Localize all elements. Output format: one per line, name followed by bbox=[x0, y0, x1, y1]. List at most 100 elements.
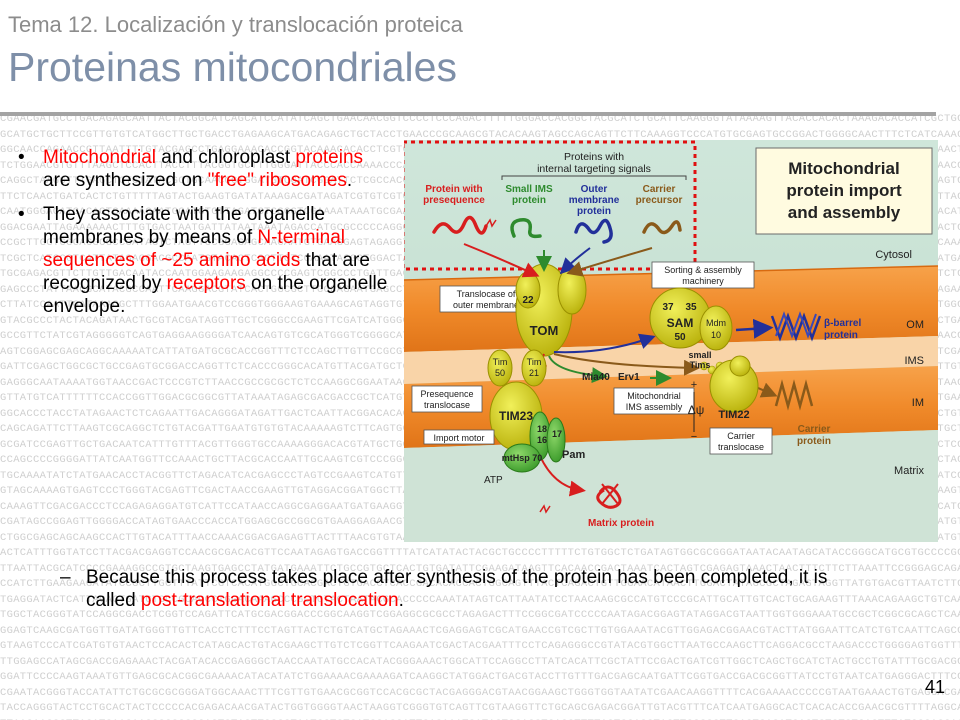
pam-label: Pam bbox=[562, 449, 585, 461]
signals-bracket bbox=[501, 175, 687, 180]
bullet-text-part: proteins bbox=[295, 147, 364, 168]
tim50-label: Tim bbox=[493, 357, 508, 367]
matrix-label: Matrix bbox=[894, 465, 924, 477]
bullet-marker: • bbox=[18, 147, 25, 168]
ims-assembly-label: Mitochondrial bbox=[627, 391, 681, 401]
bullet-text-part: They associate with the organelle membra… bbox=[43, 204, 325, 248]
bullet-list: • Mitochondrial and chloroplast proteins… bbox=[14, 146, 394, 329]
atp-label: ATP bbox=[484, 475, 503, 486]
carrier-import-arrow bbox=[566, 247, 653, 277]
bullet-text-part: receptors bbox=[166, 273, 246, 294]
sam-label: SAM bbox=[667, 316, 694, 330]
diagram-title-line: and assembly bbox=[788, 203, 901, 222]
carrier-precursor-squiggle bbox=[642, 220, 682, 235]
carrier-protein-label: Carrier bbox=[798, 424, 831, 435]
page-number: 41 bbox=[924, 677, 945, 697]
tim21-label: Tim bbox=[527, 357, 542, 367]
diagram-title-line: protein import bbox=[786, 181, 902, 200]
sam50-label: 50 bbox=[674, 332, 686, 343]
tim22-label: TIM22 bbox=[718, 409, 749, 421]
presequence-signal bbox=[485, 218, 497, 228]
carrier-precursor-label: Carrier bbox=[643, 184, 676, 195]
ims-label: IMS bbox=[904, 355, 924, 367]
small-tims-label: small bbox=[688, 350, 711, 360]
tom-label-text: TOM bbox=[530, 323, 559, 338]
outer-membrane-protein-label: membrane bbox=[569, 195, 620, 206]
outer-membrane-protein-label: Outer bbox=[581, 184, 608, 195]
signals-label: internal targeting signals bbox=[537, 163, 651, 175]
minus-sign: − bbox=[691, 431, 697, 443]
outer-membrane-import-arrow bbox=[559, 247, 591, 275]
diagram-title-line: Mitochondrial bbox=[788, 159, 899, 178]
presequence-import-arrow bbox=[463, 243, 540, 278]
sam35-label: 35 bbox=[685, 302, 697, 313]
bullet-text-part: N-terminal sequences of ~25 amino acids bbox=[43, 227, 345, 271]
sub-bullet-text-part: . bbox=[398, 590, 404, 611]
bullet-text-part: "free" ribosomes bbox=[207, 170, 347, 191]
tim50-subunit bbox=[487, 349, 513, 387]
sub-bullet-text-part: post-translational translocation bbox=[140, 590, 399, 611]
carrier-to-tims-arrow bbox=[553, 353, 700, 376]
small-ims-label: Small IMS bbox=[505, 184, 553, 195]
pam18-label: 18 bbox=[537, 424, 547, 434]
slide-subtitle: Tema 12. Localización y translocación pr… bbox=[8, 12, 463, 37]
presequence-translocase-label: Presequence bbox=[420, 389, 473, 399]
bullet-text: Mitochondrial and chloroplast proteins a… bbox=[43, 147, 363, 191]
bullet-text-part: that are recognized by bbox=[43, 250, 370, 294]
small-ims-protein-squiggle bbox=[510, 217, 542, 239]
matrix-region bbox=[404, 430, 938, 542]
tom-label: outer membrane bbox=[453, 300, 519, 310]
small-tims-label: Tims bbox=[690, 360, 711, 370]
carrier-translocase-label: translocase bbox=[718, 442, 764, 452]
cytosol-label: Cytosol bbox=[875, 249, 912, 261]
cleaved-presequence bbox=[539, 504, 551, 514]
sorting-label: machinery bbox=[682, 276, 724, 286]
bullet-text: They associate with the organelle membra… bbox=[43, 204, 387, 317]
tom-label: Translocase of bbox=[457, 289, 516, 299]
matrix-protein-label: Matrix protein bbox=[588, 518, 654, 529]
mthsp70-label: mtHsp 70 bbox=[502, 453, 543, 463]
bullet-text-part: are synthesized on bbox=[43, 170, 208, 191]
carrier-protein bbox=[774, 379, 814, 411]
mdm-label: Mdm bbox=[706, 318, 726, 328]
carrier-translocase-label: Carrier bbox=[727, 431, 755, 441]
tim50-label: 50 bbox=[495, 368, 505, 378]
plus-sign: + bbox=[691, 379, 697, 391]
beta-barrel-protein bbox=[770, 312, 822, 342]
bullet-item: • They associate with the organelle memb… bbox=[14, 203, 394, 318]
presequence-translocase-box bbox=[411, 385, 483, 413]
import-motor-box bbox=[423, 429, 495, 445]
tim22-subunit bbox=[729, 355, 751, 377]
bullet-item: • Mitochondrial and chloroplast proteins… bbox=[14, 146, 394, 192]
bullet-text-part: Mitochondrial bbox=[43, 147, 156, 168]
sorting-label-box bbox=[651, 261, 755, 289]
beta-barrel-label: β-barrel bbox=[824, 318, 861, 329]
pam17-label: 17 bbox=[552, 429, 562, 439]
outer-membrane-to-sam-arrow bbox=[553, 333, 656, 354]
small-ims-label: protein bbox=[512, 195, 546, 206]
bullet-text-part: . bbox=[346, 170, 353, 191]
small-tim-particle bbox=[699, 361, 709, 371]
ims-assembly-box bbox=[613, 387, 695, 415]
highlight-box bbox=[404, 140, 697, 271]
mitochondrial-import-diagram: Mitochondrial protein import and assembl… bbox=[404, 140, 938, 542]
sam37-label: 37 bbox=[662, 302, 674, 313]
tim21-label: 21 bbox=[529, 368, 539, 378]
sam-to-barrel-arrow bbox=[735, 318, 774, 339]
mdm10-label: 10 bbox=[711, 330, 721, 340]
title-divider bbox=[0, 112, 936, 116]
bullet-marker: • bbox=[18, 204, 25, 225]
tim23-to-matrix-arrow bbox=[539, 455, 586, 497]
beta-barrel-label: protein bbox=[824, 330, 858, 341]
ims-assembly-label: IMS assembly bbox=[626, 402, 683, 412]
signals-label: Proteins with bbox=[564, 151, 624, 163]
tim23-label: TIM23 bbox=[499, 409, 533, 423]
slide-title: Proteinas mitocondriales bbox=[8, 44, 457, 90]
mthsp70 bbox=[503, 443, 541, 473]
presequence-protein-label: presequence bbox=[423, 195, 485, 206]
matrix-protein-knot bbox=[596, 483, 622, 509]
tim21-subunit bbox=[521, 349, 547, 387]
sub-bullet: – Because this process takes place after… bbox=[60, 566, 870, 612]
presequence-translocase-label: translocase bbox=[424, 400, 470, 410]
pam-subunit bbox=[546, 417, 566, 463]
